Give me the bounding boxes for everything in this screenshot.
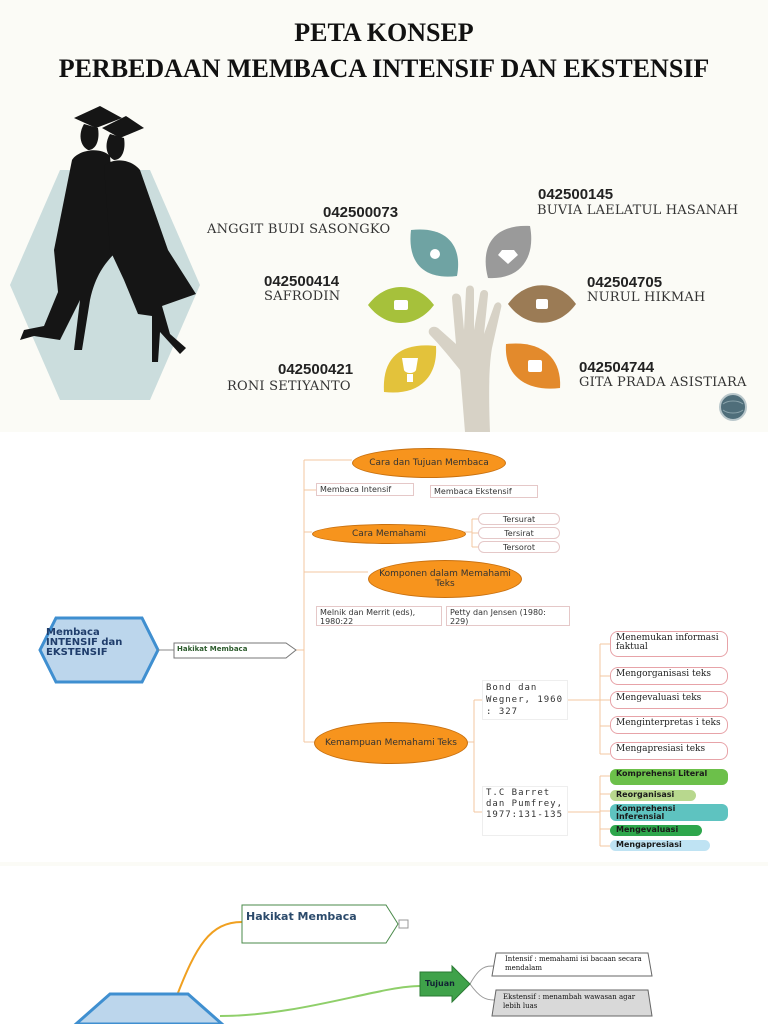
node-bond-wegner[interactable]: Bond dan Wegner, 1960 : 327 <box>482 680 568 720</box>
collapse-toggle-icon <box>399 920 408 928</box>
lower-root-hexagon <box>76 994 222 1024</box>
globe-icon <box>718 392 748 422</box>
node-barret-item-3[interactable]: Komprehensi Inferensial <box>610 804 728 821</box>
member-id-6: 042504744 <box>579 359 654 376</box>
node-membaca-intensif[interactable]: Membaca Intensif <box>316 483 414 496</box>
video-camera-icon <box>536 299 548 309</box>
graduates-illustration <box>0 100 220 410</box>
member-id-3: 042500414 <box>264 273 339 290</box>
wallet-icon <box>528 360 542 372</box>
node-barret-item-1[interactable]: Komprehensi Literal <box>610 769 728 785</box>
node-bond-item-2[interactable]: Mengorganisasi teks <box>610 667 728 685</box>
intensif-label[interactable]: Intensif : memahami isi bacaan secara me… <box>505 955 645 973</box>
member-name-5: RONI SETIYANTO <box>227 379 351 394</box>
lower-main-label[interactable]: Hakikat Membaca <box>246 910 357 923</box>
ekstensif-label[interactable]: Ekstensif : menambah wawasan agar lebih … <box>503 993 647 1011</box>
tujuan-label[interactable]: Tujuan <box>425 979 455 988</box>
member-name-4: NURUL HIKMAH <box>587 290 705 305</box>
node-melnik[interactable]: Melnik dan Merrit (eds), 1980:22 <box>316 606 442 626</box>
main-topic[interactable]: Hakikat Membaca <box>177 645 247 653</box>
node-barret-pumfrey[interactable]: T.C Barret dan Pumfrey, 1977:131-135 <box>482 786 568 836</box>
node-barret-item-4[interactable]: Mengevaluasi <box>610 825 702 836</box>
title-line-1: PETA KONSEP <box>0 18 768 48</box>
cloud-kemampuan[interactable]: Kemampuan Memahami Teks <box>314 722 468 764</box>
member-id-4: 042504705 <box>587 274 662 291</box>
node-membaca-ekstensif[interactable]: Membaca Ekstensif <box>430 485 538 498</box>
member-id-5: 042500421 <box>278 361 353 378</box>
node-barret-item-5[interactable]: Mengapresiasi <box>610 840 710 851</box>
member-name-1: ANGGIT BUDI SASONGKO <box>207 222 390 237</box>
node-petty[interactable]: Petty dan Jensen (1980: 229) <box>446 606 570 626</box>
member-name-3: SAFRODIN <box>264 289 340 304</box>
node-bond-item-5[interactable]: Mengapresiasi teks <box>610 742 728 760</box>
leaf-yellow <box>380 342 440 396</box>
node-tersirat[interactable]: Tersirat <box>478 527 560 539</box>
member-id-2: 042500145 <box>538 186 613 203</box>
node-tersurat[interactable]: Tersurat <box>478 513 560 525</box>
lower-map-connectors <box>0 866 768 1024</box>
node-bond-item-1[interactable]: Menemukan informasi faktual <box>610 631 728 657</box>
cloud-cara-memahami[interactable]: Cara Memahami <box>312 524 466 544</box>
node-barret-item-2[interactable]: Reorganisasi <box>610 790 696 801</box>
node-bond-item-4[interactable]: Menginterpretas i teks <box>610 716 728 734</box>
camera-icon <box>394 300 408 310</box>
node-tersorot[interactable]: Tersorot <box>478 541 560 553</box>
member-name-6: GITA PRADA ASISTIARA <box>579 375 747 390</box>
cloud-komponen[interactable]: Komponen dalam Memahami Teks <box>368 560 522 598</box>
cloud-cara-tujuan[interactable]: Cara dan Tujuan Membaca <box>352 448 506 478</box>
member-id-1: 042500073 <box>323 204 398 221</box>
member-name-2: BUVIA LAELATUL HASANAH <box>537 203 738 218</box>
leaf-teal <box>405 224 463 282</box>
leaf-brown <box>506 279 578 329</box>
title-line-2: PERBEDAAN MEMBACA INTENSIF DAN EKSTENSIF <box>0 54 768 84</box>
leaf-grey <box>480 222 536 282</box>
leaf-orange <box>502 340 564 392</box>
flower-icon <box>430 249 440 259</box>
node-bond-item-3[interactable]: Mengevaluasi teks <box>610 691 728 709</box>
root-topic[interactable]: Membaca INTENSIF dan EKSTENSIF <box>46 628 146 658</box>
leaf-green <box>366 281 436 329</box>
